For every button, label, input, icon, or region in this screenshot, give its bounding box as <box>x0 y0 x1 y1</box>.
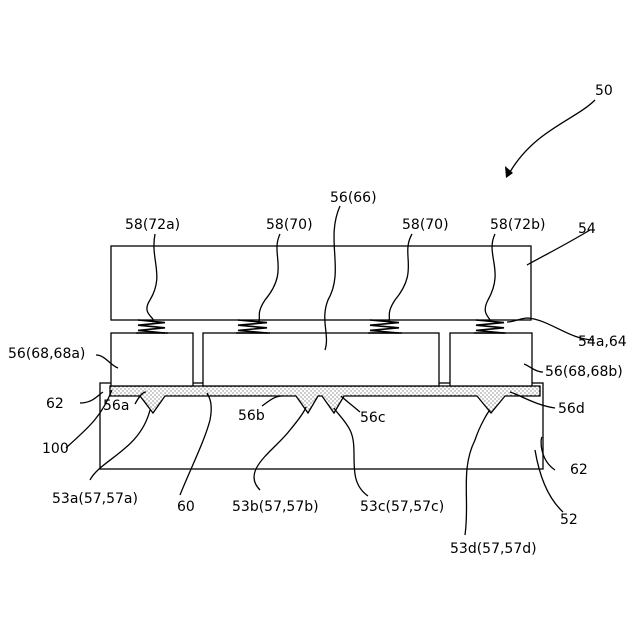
label-53b: 53b(57,57b) <box>232 499 319 515</box>
label-56-68b: 56(68,68b) <box>545 364 623 380</box>
label-100: 100 <box>42 441 69 457</box>
label-58-70-right: 58(70) <box>402 217 449 233</box>
spring-72a <box>138 320 165 333</box>
block-66 <box>203 333 439 386</box>
label-58-70-left: 58(70) <box>266 217 313 233</box>
label-52: 52 <box>560 512 578 528</box>
springs-58 <box>136 320 506 333</box>
arrowhead-50 <box>505 166 513 178</box>
label-56-68a: 56(68,68a) <box>8 346 85 362</box>
label-58-72a: 58(72a) <box>125 217 180 233</box>
label-58-72b: 58(72b) <box>490 217 545 233</box>
label-56a: 56a <box>103 398 129 414</box>
label-56b: 56b <box>238 408 265 424</box>
label-56-66: 56(66) <box>330 190 377 206</box>
block-68a <box>111 333 193 386</box>
spring-70-right <box>370 320 399 333</box>
label-53a: 53a(57,57a) <box>52 491 138 507</box>
label-54a-64: 54a,64 <box>578 334 627 350</box>
block-68b <box>450 333 532 386</box>
label-54: 54 <box>578 221 596 237</box>
label-53d: 53d(57,57d) <box>450 541 537 557</box>
label-50: 50 <box>595 83 613 99</box>
label-62-right: 62 <box>570 462 588 478</box>
label-62-left: 62 <box>46 396 64 412</box>
pressing-member-54 <box>111 246 531 320</box>
label-56c: 56c <box>360 410 386 426</box>
label-60: 60 <box>177 499 195 515</box>
spring-70-left <box>238 320 267 333</box>
label-56d: 56d <box>558 401 585 417</box>
label-53c: 53c(57,57c) <box>360 499 444 515</box>
